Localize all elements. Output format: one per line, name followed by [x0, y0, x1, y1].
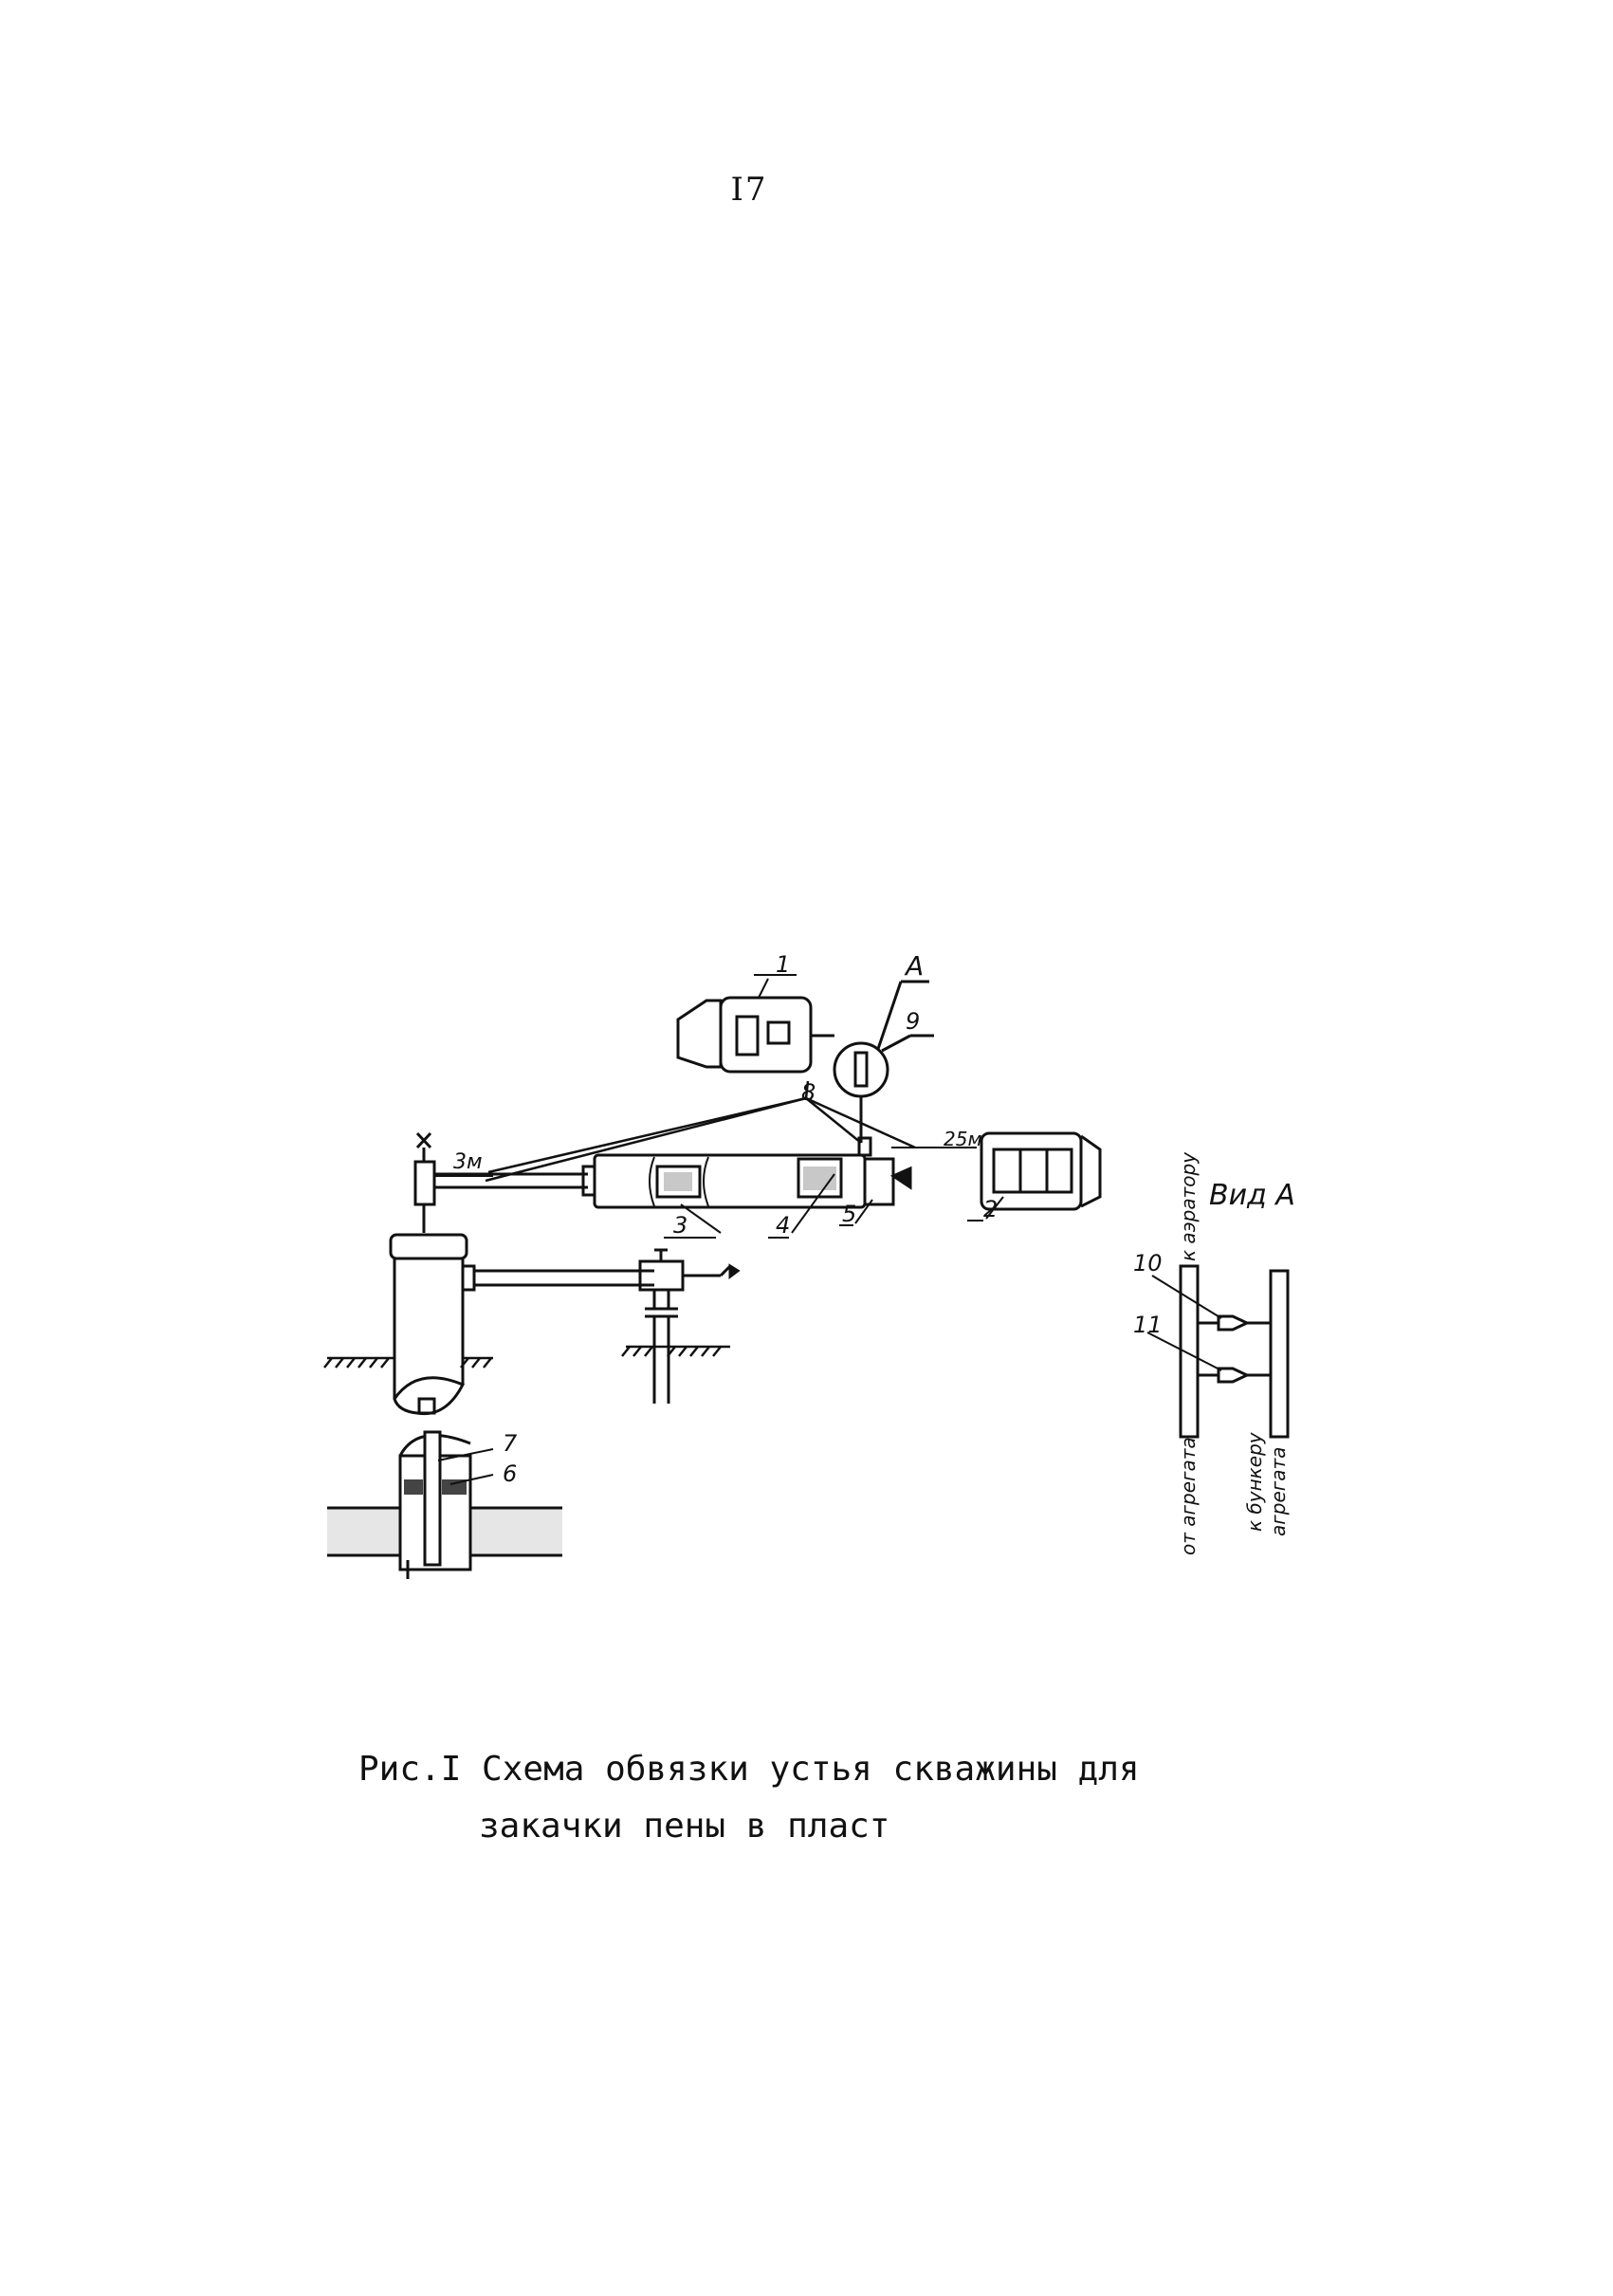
callout-9: 9 — [906, 1008, 920, 1035]
ground-surface — [323, 1345, 730, 1368]
callout-11: 11 — [1133, 1312, 1163, 1338]
figure-caption-line-2: закачки пены в пласт — [479, 1807, 890, 1846]
label-to-bunker-2: агрегата — [1267, 1447, 1290, 1536]
view-a-detail — [1146, 1264, 1290, 1439]
figure-caption-line-1: Рис.I Схема обвязки устья скважины для — [358, 1750, 1140, 1789]
callout-10: 10 — [1133, 1250, 1163, 1277]
aerator-unit — [676, 996, 813, 1074]
callout-1: 1 — [776, 951, 790, 978]
callout-5: 5 — [842, 1201, 856, 1227]
callout-2: 2 — [983, 1196, 998, 1222]
label-to-aerator: к аэратору — [1177, 1151, 1200, 1261]
distance-25m: 25м — [944, 1128, 982, 1150]
page-number: I7 — [730, 171, 768, 209]
wellhead-valve — [413, 1131, 588, 1233]
label-from-unit: от агрегата — [1177, 1437, 1200, 1555]
side-valve — [638, 1248, 741, 1404]
formation-leaders — [437, 1448, 494, 1485]
callout-4: 4 — [776, 1212, 790, 1239]
label-to-bunker-1: к бункеру — [1243, 1431, 1266, 1532]
well-casing — [389, 1233, 654, 1416]
callout-8: 8 — [801, 1079, 816, 1106]
callout-leaders — [664, 974, 1004, 1239]
compressor-unit — [980, 1131, 1102, 1211]
callout-6: 6 — [503, 1460, 517, 1487]
view-a-title: Вид А — [1209, 1179, 1295, 1212]
formation-section — [327, 1430, 562, 1579]
callout-3: 3 — [673, 1212, 687, 1239]
distance-3m: 3м — [453, 1150, 483, 1174]
callout-a: A — [904, 950, 924, 982]
foam-generator — [581, 1136, 912, 1209]
connecting-lines — [485, 1080, 916, 1183]
detail-a-circle — [811, 980, 934, 1143]
callout-7: 7 — [503, 1430, 518, 1457]
